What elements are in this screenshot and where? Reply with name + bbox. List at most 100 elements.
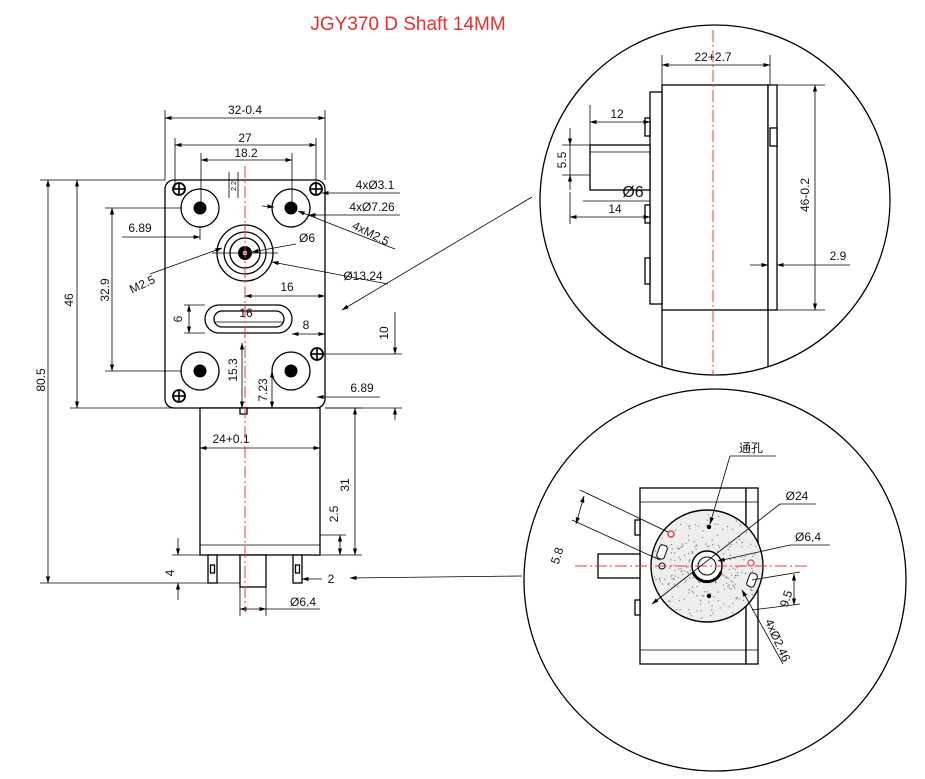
dim-terminal-offset: 2.5: [320, 505, 346, 556]
texture-dot: [683, 598, 685, 600]
texture-dot: [722, 584, 725, 586]
texture-dot: [673, 552, 676, 554]
texture-dot: [680, 567, 682, 570]
dim-terminal-gap: 2: [301, 572, 335, 586]
texture-dot: [697, 581, 699, 583]
texture-dot: [670, 552, 673, 554]
texture-dot: [709, 593, 712, 595]
dim-label: 4xØ7.26: [349, 200, 395, 214]
dim-label: Ø6: [299, 231, 315, 245]
texture-dot: [672, 564, 675, 567]
texture-dot: [727, 578, 729, 580]
back-plate: [767, 84, 778, 311]
texture-dot: [697, 525, 700, 527]
texture-dot: [690, 615, 692, 617]
texture-dot: [738, 538, 741, 541]
mounting-hole-core: [193, 364, 207, 378]
dim-terminal-length: 4: [163, 538, 208, 600]
dim-label: 32.9: [98, 278, 112, 302]
dim-label: 16: [239, 306, 253, 320]
dim-motor-dia: 24+0.1: [199, 432, 321, 451]
texture-dot: [728, 584, 730, 586]
texture-dot: [741, 571, 743, 574]
texture-dot: [715, 581, 717, 583]
dim-label: 5.5: [555, 151, 569, 168]
dim-label: M2.5: [127, 272, 157, 296]
texture-dot: [699, 603, 702, 605]
mounting-holes: [180, 188, 311, 391]
texture-dot: [734, 577, 736, 579]
texture-dot: [735, 597, 737, 599]
texture-dot: [658, 578, 661, 581]
texture-dot: [716, 534, 719, 537]
dim-label: 6: [171, 315, 185, 322]
texture-dot: [680, 523, 682, 526]
texture-dot: [707, 514, 709, 516]
texture-dot: [658, 577, 661, 579]
brush-slot: [656, 544, 668, 560]
mounting-hole-core: [193, 201, 207, 215]
texture-dot: [731, 612, 734, 614]
texture-dot: [695, 548, 697, 551]
texture-dot: [668, 582, 670, 584]
texture-dot: [685, 542, 687, 545]
texture-dot: [708, 601, 710, 603]
dim-height-total: 80.5: [34, 179, 240, 584]
dim-label: 10: [377, 326, 391, 340]
texture-dot: [728, 606, 731, 608]
texture-dot: [689, 577, 691, 579]
texture-dot: [730, 544, 733, 546]
texture-dot: [686, 571, 689, 573]
dim-label: 4xM2.5: [350, 218, 392, 248]
front-view: 32-0.4 27 18.2 2.2 80.5: [34, 103, 402, 616]
texture-dot: [717, 600, 719, 602]
texture-dot: [751, 555, 754, 557]
terminal: [207, 554, 218, 584]
texture-dot: [691, 552, 694, 554]
texture-dot: [750, 588, 752, 590]
texture-dot: [670, 575, 672, 577]
dim-side-height: 46-0.2: [777, 84, 825, 311]
texture-dot: [728, 541, 730, 543]
dim-label: 9.5: [777, 588, 796, 609]
texture-dot: [691, 590, 693, 593]
screw-icon: [310, 347, 324, 361]
texture-dot: [653, 576, 656, 578]
texture-dot: [729, 554, 731, 556]
texture-dot: [674, 529, 677, 531]
front-plate: [649, 91, 663, 305]
texture-dot: [679, 609, 681, 611]
side-view-detail: 22+2.7 12 5.5 Ø6 14 46: [539, 24, 891, 376]
texture-dot: [691, 586, 694, 588]
texture-dot: [717, 591, 719, 593]
texture-dot: [755, 545, 757, 547]
texture-dot: [673, 583, 675, 585]
dim-hole-spacing-outer: 27: [174, 131, 317, 189]
texture-dot: [714, 523, 716, 525]
texture-dot: [691, 551, 693, 553]
texture-dot: [701, 594, 703, 597]
texture-dot: [727, 585, 729, 587]
dim-label: 14: [608, 202, 622, 216]
texture-dot: [739, 598, 741, 600]
texture-dot: [711, 544, 714, 546]
dim-boss-dia: Ø13.24: [271, 261, 389, 285]
texture-dot: [741, 556, 743, 558]
dim-label: 80.5: [34, 368, 48, 392]
texture-dot: [688, 539, 690, 541]
texture-dot: [736, 572, 739, 574]
texture-dot: [684, 570, 686, 572]
callout-through-hole: 通孔: [709, 441, 776, 525]
texture-dot: [678, 556, 680, 559]
dim-label: Ø13.24: [343, 269, 383, 283]
dim-side-shaft-dia: Ø6: [583, 184, 650, 202]
texture-dot: [736, 566, 738, 568]
dim-side-width: 22+2.7: [661, 50, 771, 85]
texture-dot: [729, 546, 731, 548]
texture-dot: [723, 588, 726, 590]
texture-dot: [751, 593, 754, 596]
texture-dot: [707, 545, 709, 548]
texture-dot: [736, 596, 739, 599]
texture-dot: [726, 525, 729, 528]
